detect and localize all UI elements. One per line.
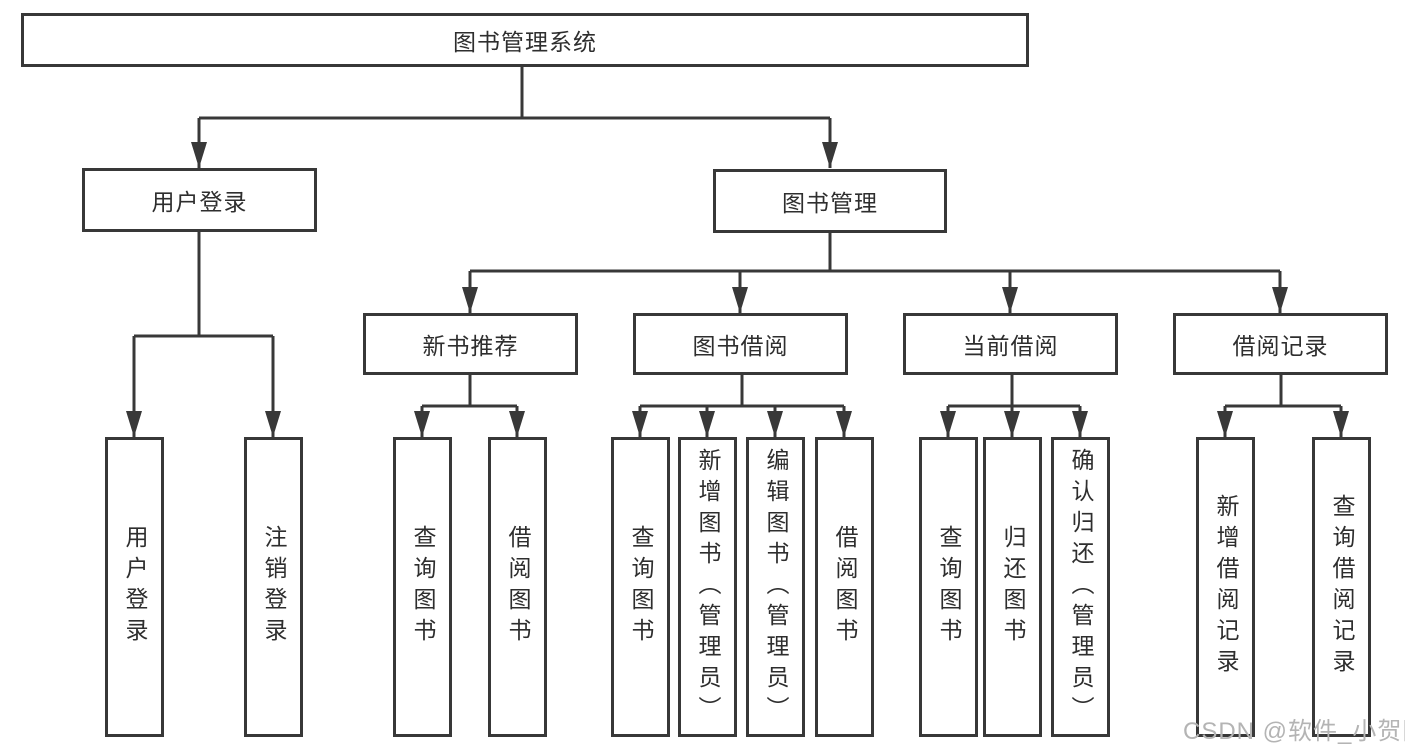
node-borrow-records: 借阅记录 — [1173, 313, 1388, 375]
node-user-login-label: 用户登录 — [151, 189, 248, 215]
node-user-login: 用户登录 — [82, 168, 317, 232]
leaf-query-books-current: 查询图书 — [919, 437, 978, 737]
node-current-borrow-label: 当前借阅 — [962, 333, 1059, 359]
leaf-add-borrow-record: 新增借阅记录 — [1196, 437, 1255, 737]
leaf-label: 新增借阅记录 — [1213, 494, 1239, 680]
leaf-label: 编辑图书（管理员） — [763, 447, 789, 727]
edge-book-borrow-children — [638, 375, 846, 437]
leaf-user-login: 用户登录 — [105, 437, 164, 737]
leaf-add-book-admin: 新增图书（管理员） — [678, 437, 737, 737]
node-new-book-recommend: 新书推荐 — [363, 313, 578, 375]
node-root: 图书管理系统 — [21, 13, 1029, 67]
leaf-query-books-recommend: 查询图书 — [393, 437, 452, 737]
leaf-return-book: 归还图书 — [983, 437, 1042, 737]
leaf-edit-book-admin: 编辑图书（管理员） — [746, 437, 805, 737]
edge-new-book-recommend-children — [420, 375, 519, 437]
leaf-label: 新增图书（管理员） — [695, 447, 721, 727]
node-new-book-recommend-label: 新书推荐 — [422, 333, 519, 359]
leaf-query-books-borrow: 查询图书 — [611, 437, 670, 737]
edge-borrow-records-children — [1223, 375, 1343, 437]
leaf-query-borrow-record: 查询借阅记录 — [1312, 437, 1371, 737]
node-borrow-records-label: 借阅记录 — [1232, 333, 1329, 359]
node-book-management: 图书管理 — [713, 169, 947, 233]
leaf-label: 用户登录 — [122, 525, 148, 649]
leaf-borrow-books-recommend: 借阅图书 — [488, 437, 547, 737]
leaf-label: 确认归还（管理员） — [1068, 447, 1094, 727]
node-root-label: 图书管理系统 — [453, 29, 597, 55]
node-book-management-label: 图书管理 — [782, 190, 878, 216]
leaf-label: 查询图书 — [628, 525, 654, 649]
node-book-borrow: 图书借阅 — [633, 313, 848, 375]
leaf-borrow-books: 借阅图书 — [815, 437, 874, 737]
leaf-confirm-return-admin: 确认归还（管理员） — [1051, 437, 1110, 737]
node-book-borrow-label: 图书借阅 — [692, 333, 789, 359]
leaf-label: 查询借阅记录 — [1329, 494, 1355, 680]
leaf-label: 注销登录 — [261, 525, 287, 649]
leaf-label: 借阅图书 — [505, 525, 531, 649]
edge-book-management-children — [468, 233, 1282, 313]
edge-root-to-level2 — [197, 67, 832, 168]
leaf-label: 归还图书 — [1000, 525, 1026, 649]
leaf-label: 查询图书 — [936, 525, 962, 649]
leaf-label: 借阅图书 — [832, 525, 858, 649]
leaf-label: 查询图书 — [410, 525, 436, 649]
arrowheads — [126, 142, 1349, 437]
edge-user-login-children — [132, 232, 275, 437]
watermark: CSDN @软件_小贺同学 — [1183, 718, 1405, 745]
node-current-borrow: 当前借阅 — [903, 313, 1118, 375]
leaf-logout: 注销登录 — [244, 437, 303, 737]
